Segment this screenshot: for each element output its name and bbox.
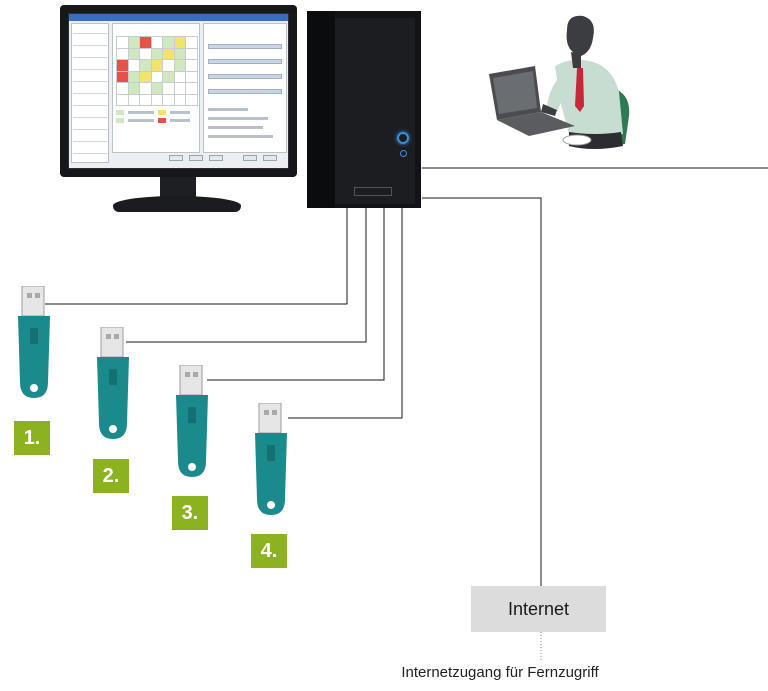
line-usb-2 <box>126 208 367 343</box>
usb-key-icon <box>18 286 50 398</box>
internet-label-box: Internet <box>471 586 606 632</box>
power-led-icon <box>400 150 407 157</box>
line-internet <box>422 197 542 586</box>
timeline-bars <box>208 44 282 138</box>
line-usb-1 <box>45 208 348 305</box>
window-title-bar <box>69 14 288 21</box>
monitor-stand-neck <box>160 177 196 199</box>
monitor-screen <box>68 13 289 169</box>
power-button-icon <box>397 132 409 144</box>
monitor-stand-base <box>113 196 241 212</box>
remote-access-caption: Internetzugang für Fernzugriff <box>401 664 599 681</box>
window-buttons <box>169 155 279 161</box>
usb-key-icon <box>176 365 208 477</box>
tower-front <box>335 18 415 204</box>
usb-key-icon <box>97 327 129 439</box>
usb-key-number-badge: 2. <box>93 459 129 493</box>
usb-key-number-badge: 1. <box>14 421 50 455</box>
usb-port-slot <box>354 187 392 196</box>
person-with-laptop-icon <box>489 15 630 149</box>
legend-swatches <box>116 110 196 123</box>
usb-key-number-badge: 3. <box>172 496 208 530</box>
line-usb-3 <box>207 208 385 381</box>
line-usb-4 <box>288 208 403 419</box>
window-list <box>73 28 107 160</box>
usb-key-icon <box>255 403 287 515</box>
schedule-grid <box>116 36 198 106</box>
usb-key-number-badge: 4. <box>251 534 287 568</box>
tower-side <box>307 11 335 208</box>
